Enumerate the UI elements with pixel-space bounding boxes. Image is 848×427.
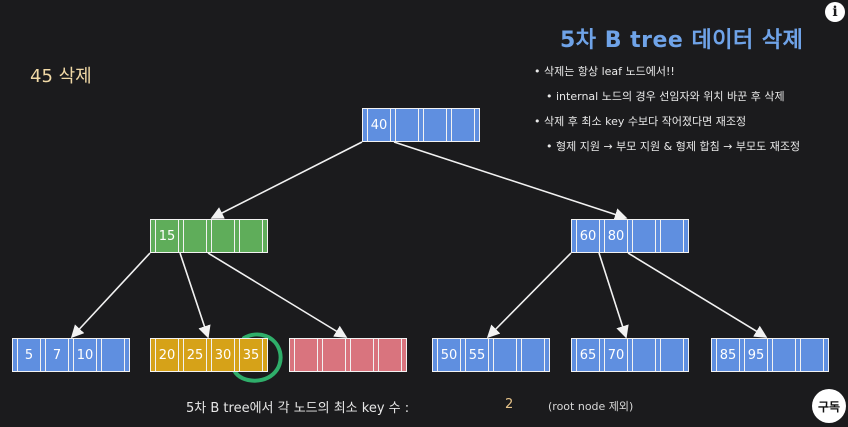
key-slot [322,338,346,372]
key-slot [632,219,656,253]
footer: 5차 B tree에서 각 노드의 최소 key 수 : 2 (root nod… [0,397,848,417]
key-slot: 40 [367,108,391,142]
bullet-icon: • [546,90,553,103]
bullet-icon: • [534,65,541,78]
pointer-slot [124,338,130,372]
pointer-slot [262,338,268,372]
pointer-slot [544,338,550,372]
pointer-slot [262,219,268,253]
pointer-slot [474,108,480,142]
edge-15-to-leaf-1 [70,252,151,339]
root-node: 40 [362,108,480,142]
note-item: • 형제 지원 → 부모 지원 & 형제 합침 → 부모도 재조정 [534,139,848,154]
key-slot [493,338,517,372]
key-slot: 20 [155,338,179,372]
key-slot [632,338,656,372]
key-slot: 60 [576,219,600,253]
edge-15-to-leaf-3 [207,252,348,338]
key-slot: 5 [17,338,41,372]
note-text: 삭제는 항상 leaf 노드에서!! [544,65,675,78]
note-text: internal 노드의 경우 선임자와 위치 바꾼 후 삭제 [556,90,785,103]
subscribe-button[interactable]: 구독 [812,389,846,423]
key-slot [395,108,419,142]
key-slot [378,338,402,372]
key-slot: 65 [576,338,600,372]
key-slot: 85 [716,338,740,372]
note-text: 삭제 후 최소 key 수보다 작어졌다면 재조정 [544,115,747,128]
leaf-node-3 [289,338,407,372]
footer-note: (root node 제외) [548,400,634,413]
edge-root-to-left [210,141,363,219]
key-slot [800,338,824,372]
pointer-slot [401,338,407,372]
operation-label: 45 삭제 [30,66,92,87]
internal-node-left: 15 [150,219,268,253]
key-slot [660,219,684,253]
bullet-icon: • [546,140,553,153]
note-item: • internal 노드의 경우 선임자와 위치 바꾼 후 삭제 [534,89,848,104]
note-item: • 삭제는 항상 leaf 노드에서!! [534,64,848,79]
key-slot: 50 [437,338,461,372]
key-slot: 35 [239,338,263,372]
key-slot: 30 [211,338,235,372]
key-slot [423,108,447,142]
edge-60-80-to-leaf-5 [598,252,629,339]
notes-list: • 삭제는 항상 leaf 노드에서!! • internal 노드의 경우 선… [534,64,848,154]
key-slot [521,338,545,372]
key-slot [211,219,235,253]
edge-15-to-leaf-2 [179,252,211,339]
footer-text: 5차 B tree에서 각 노드의 최소 key 수 : [186,401,410,416]
key-slot: 70 [604,338,628,372]
note-item: • 삭제 후 최소 key 수보다 작어졌다면 재조정 [534,114,848,129]
key-slot: 80 [604,219,628,253]
key-slot: 15 [155,219,179,253]
pointer-slot [683,219,689,253]
key-slot [451,108,475,142]
key-slot: 25 [183,338,207,372]
key-slot: 55 [465,338,489,372]
pointer-slot [823,338,829,372]
pointer-slot [683,338,689,372]
bullet-icon: • [534,115,541,128]
key-slot: 7 [45,338,69,372]
key-slot [183,219,207,253]
edge-root-to-right [393,141,628,221]
edge-60-80-to-leaf-6 [627,252,768,338]
note-text: 형제 지원 → 부모 지원 & 형제 합침 → 부모도 재조정 [556,140,801,153]
key-slot [101,338,125,372]
key-slot [350,338,374,372]
footer-value: 2 [505,397,514,412]
key-slot: 95 [744,338,768,372]
slide-title: 5차 B tree 데이터 삭제 [560,28,804,53]
key-slot [239,219,263,253]
key-slot [294,338,318,372]
key-slot [660,338,684,372]
info-icon[interactable]: i [825,2,845,22]
key-slot: 10 [73,338,97,372]
edge-60-80-to-leaf-4 [486,252,572,339]
key-slot [772,338,796,372]
